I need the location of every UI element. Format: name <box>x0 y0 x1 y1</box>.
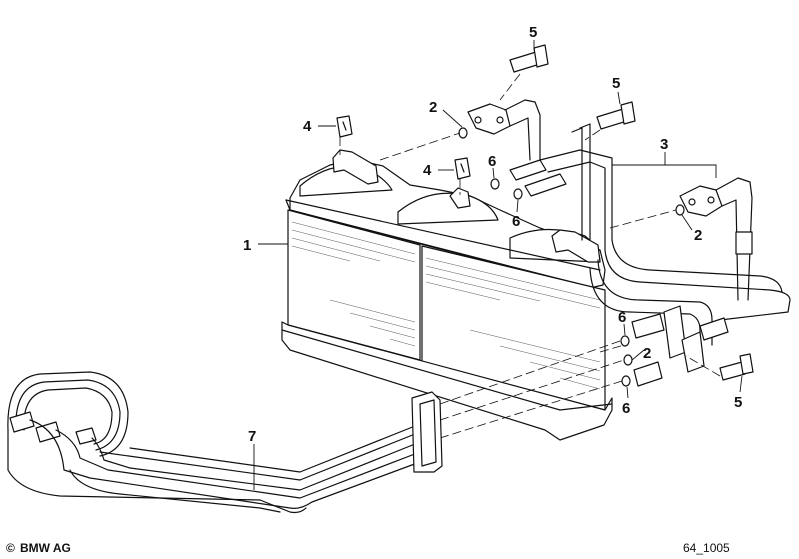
callout-labels: 1 2 2 2 3 4 4 5 5 5 6 6 6 6 7 <box>243 24 742 445</box>
callout-4-left: 4 <box>303 118 312 135</box>
callout-4-mid: 4 <box>423 162 432 179</box>
callout-1: 1 <box>243 237 251 254</box>
bolt-mid <box>596 101 636 130</box>
clip-nut-left <box>336 115 353 138</box>
callout-6-b: 6 <box>512 213 520 230</box>
callout-2-lower: 2 <box>643 345 651 362</box>
callout-6-a: 6 <box>488 153 496 170</box>
callout-5-mid: 5 <box>612 75 620 92</box>
footer: © BMW AG 64_1005 <box>6 541 730 555</box>
callout-2-right: 2 <box>694 227 702 244</box>
copyright-symbol: © <box>6 541 15 555</box>
callout-5-top: 5 <box>529 24 537 41</box>
callout-5-lower: 5 <box>734 394 742 411</box>
o-rings <box>458 127 685 387</box>
callout-6-c: 6 <box>618 309 626 326</box>
drawing-number: 64_1005 <box>683 541 730 555</box>
callout-3: 3 <box>660 136 668 153</box>
callout-7: 7 <box>248 428 256 445</box>
bolt-lower <box>719 353 754 381</box>
callout-6-d: 6 <box>622 400 630 417</box>
assembly-lines <box>339 73 721 439</box>
leader-lines <box>253 40 743 490</box>
copyright-text: BMW AG <box>20 541 71 555</box>
bolt-top <box>509 44 549 73</box>
upper-pipe-assembly <box>467 99 791 387</box>
lower-pipe-assembly <box>7 371 443 514</box>
clip-nut-mid <box>454 157 471 180</box>
condenser-body <box>281 149 613 441</box>
callout-2-top: 2 <box>429 99 437 116</box>
